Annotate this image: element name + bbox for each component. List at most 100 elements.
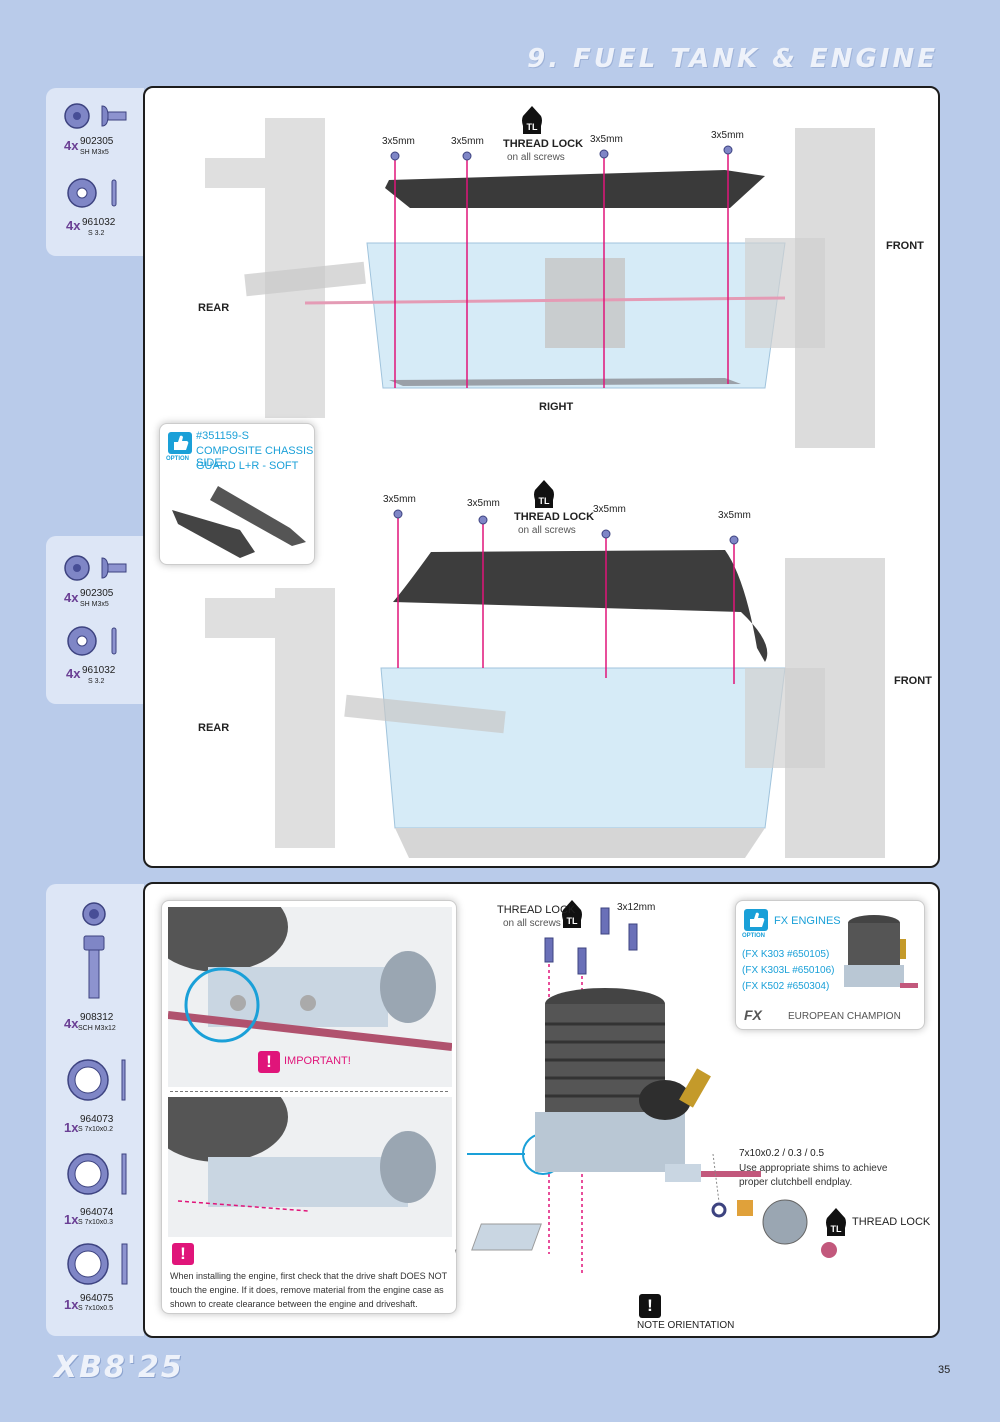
thread-lock-icon: TL <box>521 106 561 139</box>
fx-engines-callout: OPTION FX ENGINES (FX K303 #650105) (FX … <box>735 900 925 1030</box>
fx-engine-image <box>844 915 918 988</box>
washer-icon <box>67 626 117 656</box>
part-number: 961032 <box>82 217 116 228</box>
washer-icon <box>67 178 117 208</box>
rear-label: REAR <box>198 722 230 734</box>
thumbs-up-icon <box>744 909 768 931</box>
part-qty: 4x <box>64 1016 79 1031</box>
part-screw-902305-b: 4x 902305 SH M3x5 <box>62 552 132 612</box>
shim-washer-icon <box>67 1059 126 1101</box>
divider <box>170 1091 448 1092</box>
part-qty: 4x <box>66 218 81 233</box>
thread-lock-label: THREAD LOCK <box>514 511 595 523</box>
part-qty: 1x <box>64 1297 79 1312</box>
chassis-illustration <box>205 118 885 858</box>
part-shim-964074: 1x 964074 S 7x10x0.3 <box>60 1152 140 1232</box>
screw-size-label: 3x5mm <box>382 136 415 147</box>
important-icon: ! <box>172 1243 194 1265</box>
engine-illustration <box>455 907 837 1275</box>
option-line-2: GUARD L+R - SOFT <box>196 460 299 472</box>
part-number: 961032 <box>82 665 116 676</box>
part-screw-908312: 4x 908312 SCH M3x12 <box>60 898 140 1034</box>
part-qty: 4x <box>64 590 79 605</box>
fx-logo: FX <box>744 1007 762 1023</box>
part-desc: S 3.2 <box>88 678 105 685</box>
option-callout-side-guard: OPTION #351159-S COMPOSITE CHASSIS SIDE … <box>159 423 315 565</box>
rear-label: REAR <box>198 302 230 314</box>
screw-size-label: 3x5mm <box>711 130 744 141</box>
screw-size-label: 3x5mm <box>383 494 416 505</box>
button-head-screw-icon <box>64 103 127 129</box>
engine-driveshaft-closeup <box>168 907 452 1087</box>
warning-text: When installing the engine, first check … <box>170 1271 447 1309</box>
thread-lock-sublabel: on all screws <box>507 152 565 163</box>
shim-washer-icon <box>67 1153 127 1195</box>
screw-size-label: 3x5mm <box>718 510 751 521</box>
shim-washer-icon <box>67 1243 128 1285</box>
option-part-number: #351159-S <box>196 430 250 442</box>
option-badge: OPTION <box>742 933 766 939</box>
part-number: 902305 <box>80 588 114 599</box>
fx-tagline: EUROPEAN CHAMPION <box>788 1011 901 1022</box>
fx-title: FX ENGINES <box>774 915 841 927</box>
note-orientation-label: NOTE ORIENTATION <box>637 1320 735 1331</box>
part-number: 964075 <box>80 1293 114 1304</box>
front-label: FRONT <box>894 675 932 687</box>
important-callout: ! IMPORTANT! ! When installing the engin… <box>161 900 457 1314</box>
svg-text:TL: TL <box>831 1224 842 1234</box>
model-logo: XB8'25 <box>54 1350 184 1385</box>
part-qty: 4x <box>66 666 81 681</box>
thumbs-up-icon <box>168 432 192 454</box>
page-number: 35 <box>938 1364 951 1376</box>
svg-text:TL: TL <box>567 916 578 926</box>
important-icon: ! <box>258 1051 280 1073</box>
thread-lock-icon: TL <box>533 480 573 513</box>
part-shim-964073: 1x 964073 S 7x10x0.2 <box>60 1058 140 1138</box>
part-washer-961032-a: 4x 961032 S 3.2 <box>62 176 132 238</box>
part-shim-964075: 1x 964075 S 7x10x0.5 <box>60 1242 140 1322</box>
fx-engine-item: (FX K303L #650106) <box>742 965 835 976</box>
thread-lock-icon: TL <box>825 1208 847 1241</box>
assembly-panel-engine: ! IMPORTANT! ! When installing the engin… <box>143 882 940 1338</box>
part-desc: SH M3x5 <box>80 601 109 608</box>
screw-size-label: 3x5mm <box>451 136 484 147</box>
fx-engine-item: (FX K502 #650304) <box>742 981 830 992</box>
fx-engine-item: (FX K303 #650105) <box>742 949 830 960</box>
option-line-1: COMPOSITE CHASSIS SIDE <box>196 445 314 469</box>
thread-lock-label: THREAD LOCK <box>852 1216 931 1228</box>
thread-lock-sublabel: on all screws <box>518 525 576 536</box>
part-number: 908312 <box>80 1012 114 1023</box>
parts-column-step2 <box>46 536 144 704</box>
cap-head-screw-icon <box>82 902 106 999</box>
note-icon: ! <box>639 1294 661 1318</box>
svg-text:TL: TL <box>539 496 550 506</box>
right-label: RIGHT <box>539 401 574 413</box>
part-number: 964074 <box>80 1207 114 1218</box>
part-screw-902305-a: 4x 902305 SH M3x5 <box>62 100 132 160</box>
part-desc: S 7x10x0.2 <box>78 1126 114 1133</box>
svg-text:TL: TL <box>527 122 538 132</box>
part-desc: SH M3x5 <box>80 149 109 156</box>
part-qty: 1x <box>64 1212 79 1227</box>
front-label: FRONT <box>886 240 924 252</box>
screw-size-label: 3x5mm <box>590 134 623 145</box>
thread-lock-label: THREAD LOCK <box>503 138 584 150</box>
part-number: 902305 <box>80 136 114 147</box>
part-washer-961032-b: 4x 961032 S 3.2 <box>62 624 132 686</box>
page-title: 9. FUEL TANK & ENGINE <box>527 44 938 74</box>
shim-size-label: 7x10x0.2 / 0.3 / 0.5 <box>739 1148 825 1159</box>
thread-lock-sublabel: on all screws <box>503 918 561 929</box>
part-qty: 1x <box>64 1120 79 1135</box>
part-number: 964073 <box>80 1114 114 1125</box>
assembly-panel-chassis-guards: 3x5mm 3x5mm 3x5mm 3x5mm TL THREAD LOCK o… <box>143 86 940 868</box>
part-desc: SCH M3x12 <box>78 1025 116 1032</box>
screw-size-label: 3x5mm <box>593 504 626 515</box>
part-desc: S 7x10x0.5 <box>78 1305 114 1312</box>
parts-column-step1 <box>46 88 144 256</box>
part-qty: 4x <box>64 138 79 153</box>
thread-lock-icon: TL <box>561 900 583 933</box>
shim-note: Use appropriate shims to achieve proper … <box>739 1163 888 1188</box>
button-head-screw-icon <box>64 555 127 581</box>
part-desc: S 3.2 <box>88 230 105 237</box>
side-guard-image <box>172 486 306 558</box>
